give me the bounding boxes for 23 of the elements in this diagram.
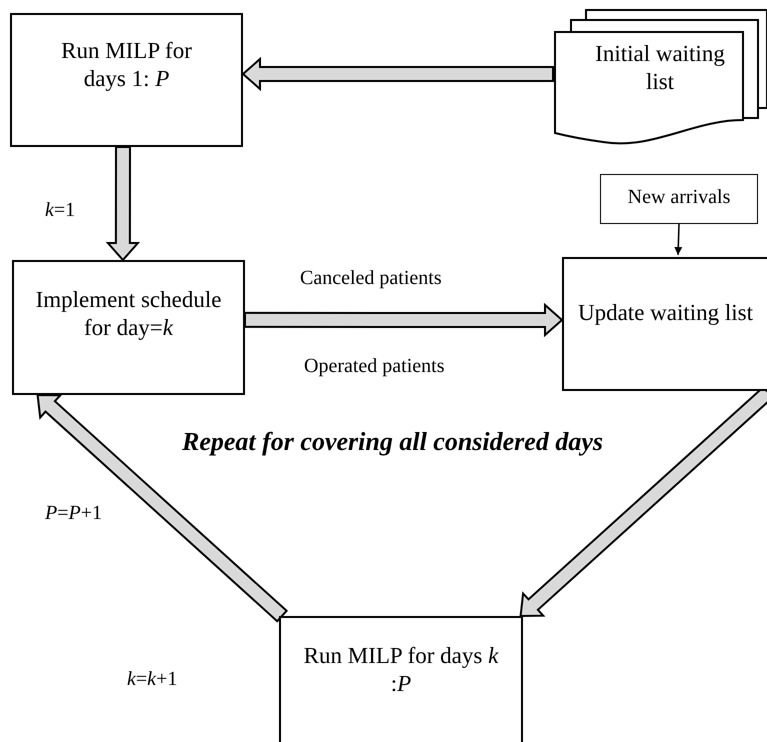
- block-arrow: [106, 146, 140, 262]
- node-text: New arrivals: [626, 185, 732, 209]
- note-text: Repeat for covering all considered days: [182, 426, 603, 458]
- node-text: Run MILP for days 1: P: [60, 37, 193, 92]
- document-stack: [553, 8, 767, 145]
- process-box: [562, 257, 767, 391]
- annotation-label: k=k+1: [127, 667, 178, 691]
- block-arrow: [241, 56, 554, 92]
- block-arrow: [36, 394, 288, 623]
- process-box: [279, 616, 523, 742]
- block-arrow: [244, 302, 564, 338]
- arrow: [674, 224, 682, 256]
- process-box: [10, 13, 243, 147]
- annotation-label: P=P+1: [45, 501, 102, 525]
- annotation-label: Operated patients: [304, 354, 444, 378]
- annotation-label: k=1: [45, 198, 76, 222]
- node-text: Update waiting list: [576, 299, 754, 327]
- node-text: Initial waiting list: [594, 40, 726, 96]
- node-text: Implement schedule for day=k: [34, 286, 222, 342]
- node-text: Run MILP for days k :P: [302, 642, 500, 698]
- annotation-label: Canceled patients: [300, 266, 442, 290]
- process-box: [600, 174, 758, 224]
- process-box: [12, 260, 245, 395]
